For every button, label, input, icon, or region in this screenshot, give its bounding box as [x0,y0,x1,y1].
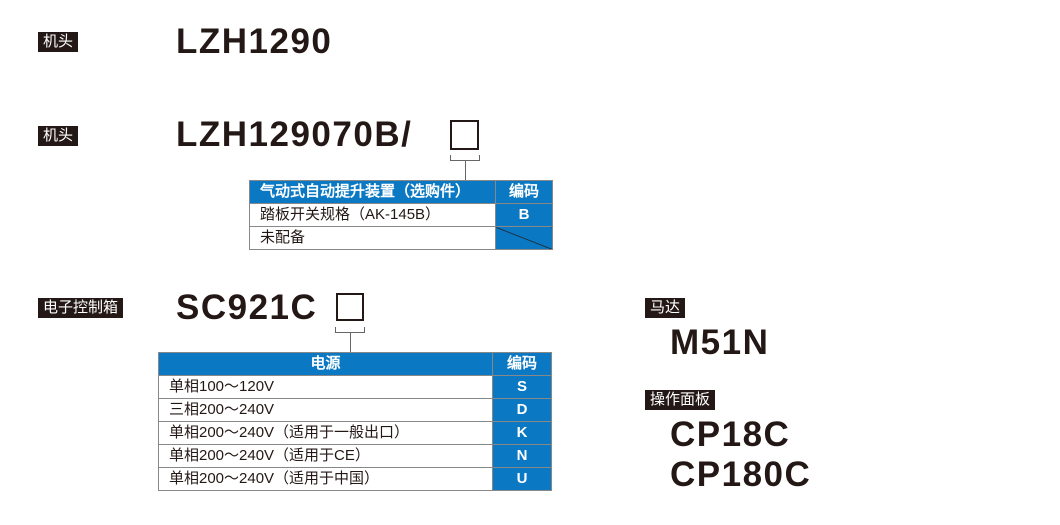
power-code-box [336,293,364,321]
row-desc: 单相200～240V（适用于CE） [158,444,493,468]
bracket [335,327,365,333]
head-model: LZH1290 [176,22,333,61]
panel-tag: 操作面板 [645,390,716,410]
row-code: S [492,375,552,399]
row-desc: 单相200～240V（适用于中国） [158,467,493,491]
table-row: 踏板开关规格（AK-145B）B [249,203,553,227]
head-option-model: LZH129070B/ [176,115,413,154]
row-desc: 单相200～240V（适用于一般出口） [158,421,493,445]
controller-model: SC921C [176,288,318,327]
table-row: 单相200～240V（适用于中国）U [158,467,552,491]
connector-line [350,333,351,352]
table-row: 单相200～240V（适用于CE）N [158,444,552,468]
lift-device-table: 气动式自动提升装置（选购件）编码 踏板开关规格（AK-145B）B 未配备 [249,180,553,250]
panel-model: CP18C [670,415,791,454]
row-code: B [495,203,553,227]
row-code: U [492,467,552,491]
row-code: D [492,398,552,422]
head-tag: 机头 [38,32,79,52]
row-desc: 踏板开关规格（AK-145B） [249,203,496,227]
row-desc: 三相200～240V [158,398,493,422]
row-desc: 单相100～120V [158,375,493,399]
connector-line [465,161,466,180]
header-desc: 气动式自动提升装置（选购件） [249,180,496,204]
motor-tag: 马达 [645,298,686,318]
head-option-tag: 机头 [38,126,79,146]
header-code: 编码 [492,352,552,376]
controller-tag: 电子控制箱 [38,298,124,318]
table-row: 单相200～240V（适用于一般出口）K [158,421,552,445]
header-desc: 电源 [158,352,493,376]
motor-model: M51N [670,323,770,362]
bracket [450,155,480,161]
option-code-box [450,120,479,150]
row-code-empty [495,226,553,250]
row-code: N [492,444,552,468]
header-code: 编码 [495,180,553,204]
table-row: 未配备 [249,226,553,250]
row-code: K [492,421,552,445]
row-desc: 未配备 [249,226,496,250]
panel-model: CP180C [670,455,812,494]
